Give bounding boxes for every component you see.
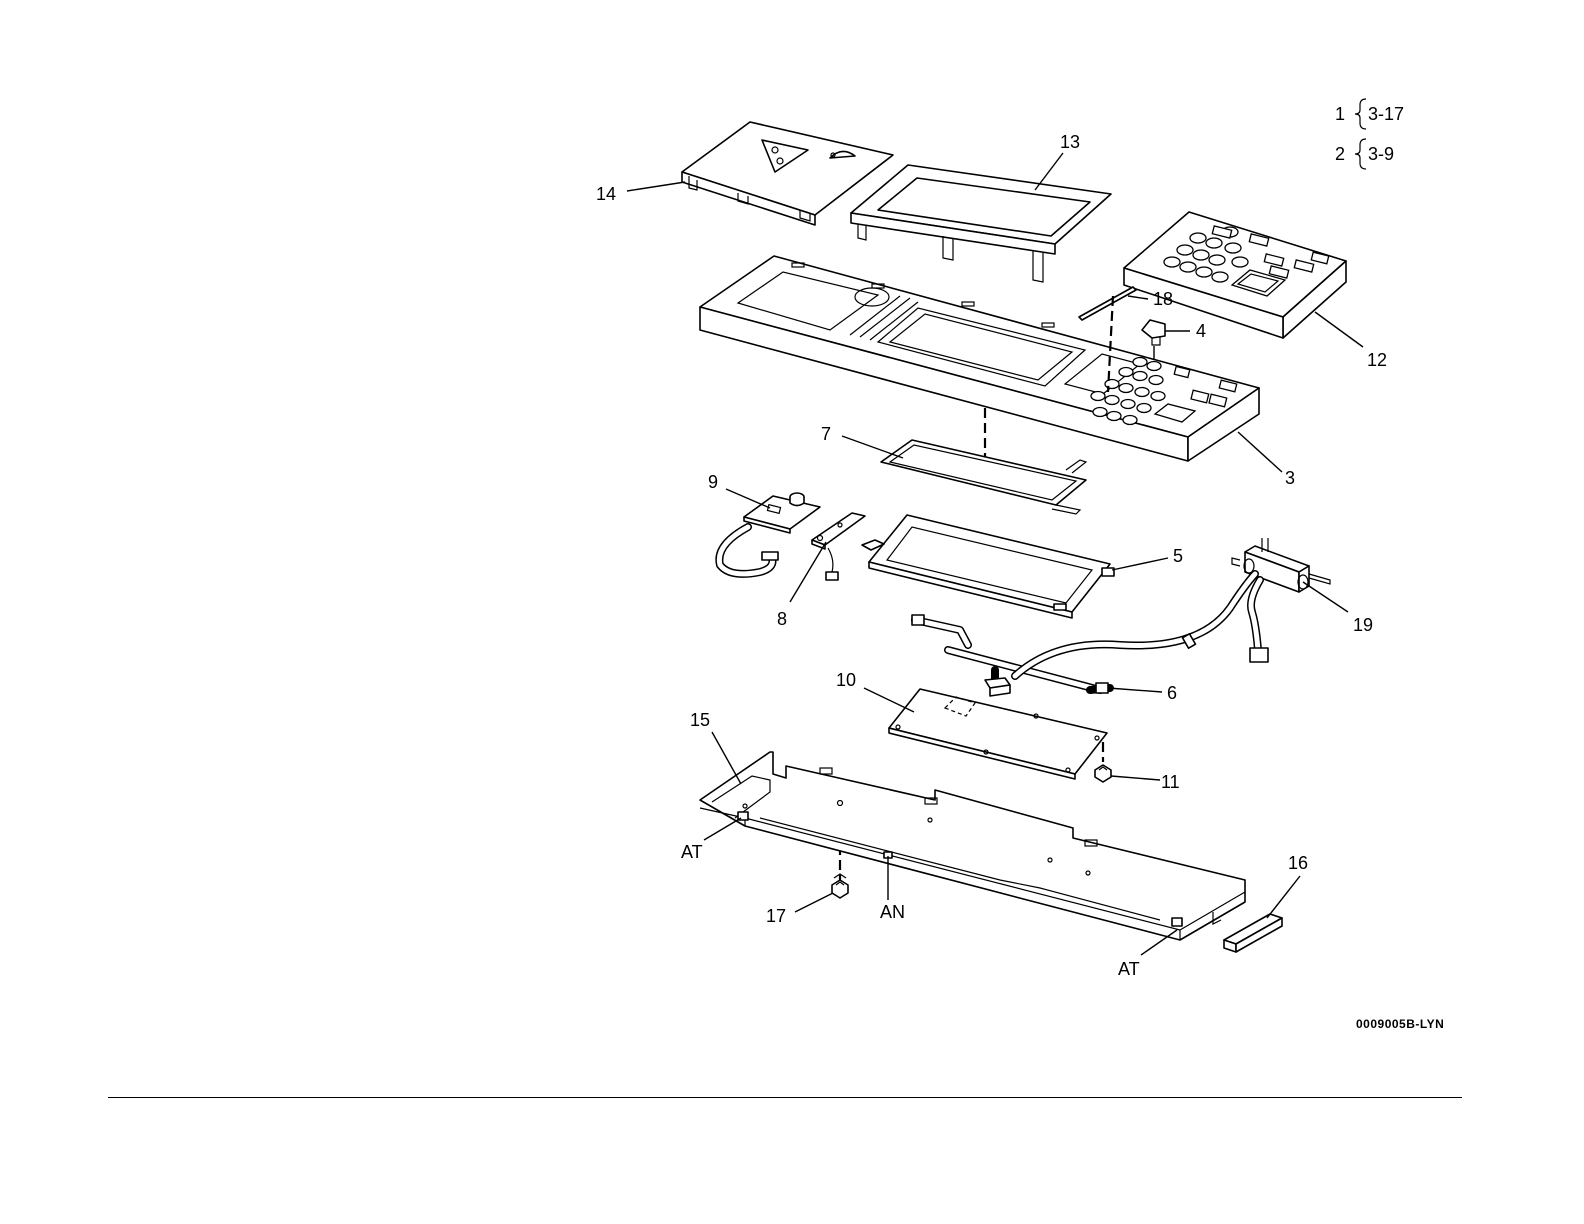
part-13-display-frame — [851, 165, 1111, 282]
callout-15: 15 — [690, 710, 710, 730]
part-5-lcd-module — [862, 515, 1114, 618]
callout-18: 18 — [1153, 289, 1173, 309]
part-16-end-cap — [1224, 914, 1282, 952]
callout-14: 14 — [596, 184, 616, 204]
part-10-pwb — [889, 689, 1107, 779]
callout-7: 7 — [821, 424, 831, 444]
legend-item-2: 2 — [1335, 144, 1345, 164]
legend-brace-1 — [1355, 99, 1366, 129]
legend-ref-2: 3-9 — [1368, 144, 1394, 164]
legend-brace-2 — [1355, 139, 1366, 169]
legend-item-1: 1 — [1335, 104, 1345, 124]
part-19-switch — [1232, 538, 1330, 662]
callout-3: 3 — [1285, 468, 1295, 488]
part-11-screw — [1095, 742, 1111, 782]
callout-10: 10 — [836, 670, 856, 690]
callout-13: 13 — [1060, 132, 1080, 152]
callout-12: 12 — [1367, 350, 1387, 370]
callout-8: 8 — [777, 609, 787, 629]
footer-divider — [108, 1097, 1462, 1098]
part-4-button — [1142, 320, 1165, 362]
part-7-touch-screen — [881, 440, 1086, 514]
callout-at-right: AT — [1118, 959, 1140, 979]
legend-ref-1: 3-17 — [1368, 104, 1404, 124]
callout-17: 17 — [766, 906, 786, 926]
callout-11: 11 — [1161, 772, 1180, 792]
part-18-pin — [1079, 287, 1136, 320]
callout-at-left: AT — [681, 842, 703, 862]
part-9-led-board — [719, 493, 820, 574]
figure-code: 0009005B-LYN — [1356, 1017, 1444, 1031]
callout-19: 19 — [1353, 615, 1373, 635]
callout-an: AN — [880, 902, 905, 922]
legend: 1 3-17 2 3-9 — [1335, 99, 1404, 169]
callout-5: 5 — [1173, 546, 1183, 566]
callout-4: 4 — [1196, 321, 1206, 341]
part-12-keypad-cover — [1124, 212, 1346, 338]
callout-16: 16 — [1288, 853, 1308, 873]
callout-6: 6 — [1167, 683, 1177, 703]
part-8-sensor-bracket — [812, 513, 865, 580]
callout-9: 9 — [708, 472, 718, 492]
